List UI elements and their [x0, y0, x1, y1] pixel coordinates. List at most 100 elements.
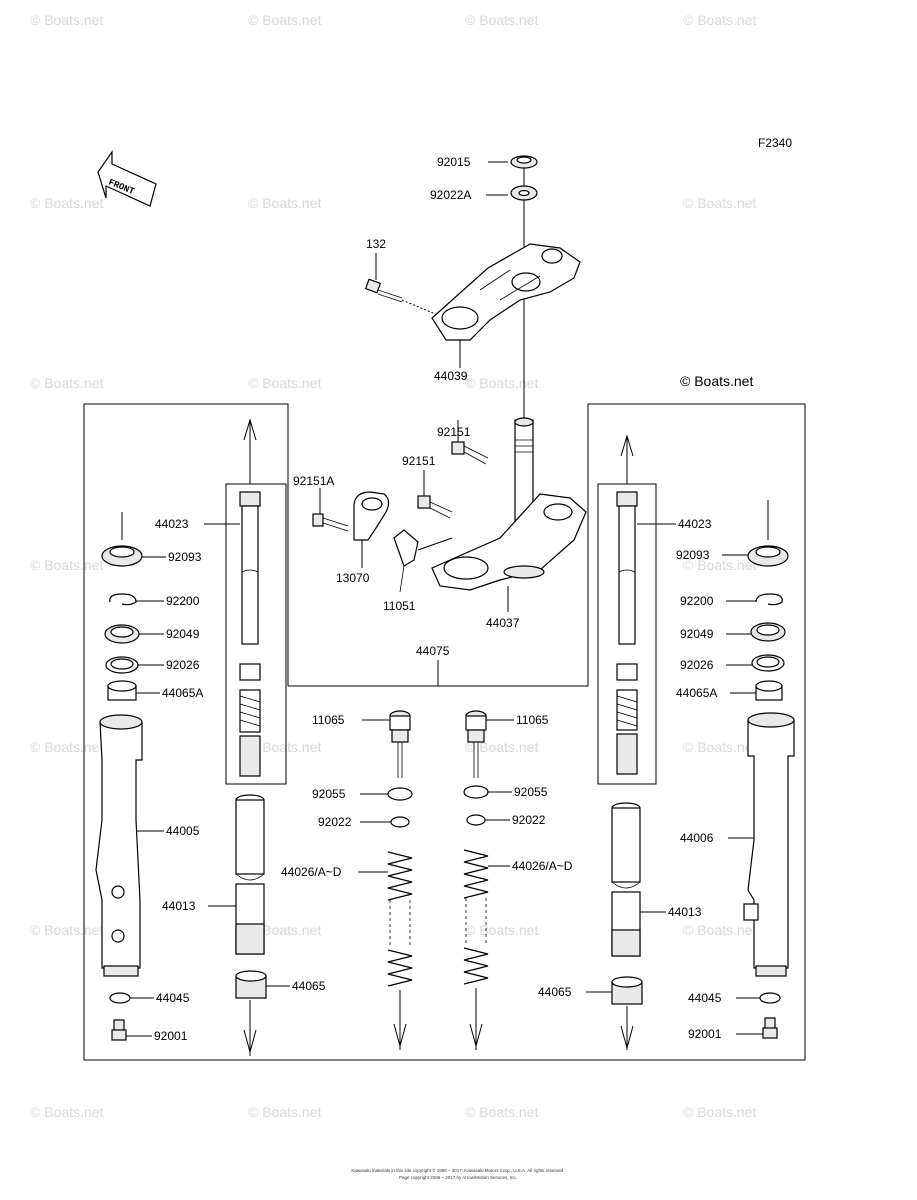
watermark: © Boats.net — [683, 557, 756, 573]
dust-seal-92093-left — [101, 545, 143, 567]
bracket-11051 — [393, 529, 419, 593]
label-44065a-right: 44065A — [676, 686, 717, 700]
watermark: © Boats.net — [683, 1104, 756, 1120]
label-92026-right: 92026 — [680, 658, 714, 672]
label-92026-left: 92026 — [166, 658, 200, 672]
watermark: © Boats.net — [30, 195, 103, 211]
figure-code: F2340 — [758, 136, 792, 150]
label-44045-left: 44045 — [156, 991, 190, 1005]
label-44023-right: 44023 — [678, 517, 712, 531]
label-92055-left: 92055 — [312, 787, 346, 801]
label-92022-right: 92022 — [512, 813, 546, 827]
label-92015: 92015 — [437, 155, 471, 169]
washer-44045-left — [109, 992, 131, 1004]
o-ring-92055-left — [387, 787, 413, 801]
label-92151-mid: 92151 — [402, 454, 436, 468]
clip-92200-left — [109, 593, 137, 606]
guide-bush-44065a-right — [755, 680, 783, 701]
washer-44045-right — [759, 992, 781, 1004]
watermark: © Boats.net — [30, 375, 103, 391]
watermark: © Boats.net — [248, 1104, 321, 1120]
watermark: © Boats.net — [30, 557, 103, 573]
washer-92026-left — [105, 656, 139, 674]
washer-92022-left — [390, 816, 410, 828]
watermark: © Boats.net — [465, 1104, 538, 1120]
upper-bracket-44039 — [431, 243, 581, 341]
bolt-92151-mid — [417, 495, 453, 519]
watermark: © Boats.net — [30, 922, 103, 938]
copyright-badge: © Boats.net — [680, 373, 753, 389]
watermark: © Boats.net — [248, 12, 321, 28]
label-92093-left: 92093 — [168, 550, 202, 564]
label-44026-left: 44026/A~D — [281, 865, 342, 879]
footer-copyright-line1: Kawasaki materials in this site copyrigh… — [351, 1167, 564, 1173]
fork-spring-44026-right — [463, 849, 489, 985]
label-92001-right: 92001 — [688, 1027, 722, 1041]
label-92151-top: 92151 — [437, 425, 471, 439]
label-44013-left: 44013 — [162, 899, 196, 913]
label-92200-right: 92200 — [680, 594, 714, 608]
front-arrow-icon: FRONT — [97, 150, 157, 207]
label-44039: 44039 — [434, 369, 468, 383]
label-13070: 13070 — [336, 571, 370, 585]
watermark: © Boats.net — [465, 739, 538, 755]
watermark: © Boats.net — [465, 375, 538, 391]
watermark: © Boats.net — [248, 195, 321, 211]
label-44045-right: 44045 — [688, 991, 722, 1005]
footer-copyright-line2: Page copyright 2006 – 2017 by Arrow/Moti… — [399, 1175, 517, 1180]
label-92001-left: 92001 — [154, 1029, 188, 1043]
o-ring-92055-right — [463, 785, 489, 799]
label-92055-right: 92055 — [514, 785, 548, 799]
outer-tube-44006 — [743, 712, 795, 977]
watermark: © Boats.net — [30, 12, 103, 28]
bolt-92001-left — [111, 1019, 127, 1041]
label-11051: 11051 — [383, 599, 416, 613]
label-44013-right: 44013 — [668, 905, 702, 919]
bolt-92001-right — [762, 1017, 778, 1039]
watermark: © Boats.net — [248, 739, 321, 755]
label-44026-right: 44026/A~D — [512, 859, 573, 873]
left-inner-tube-box — [225, 483, 287, 785]
damper-piston-44013-right — [611, 802, 641, 957]
label-44065a-left: 44065A — [162, 686, 203, 700]
label-132: 132 — [366, 237, 386, 251]
label-44023-left: 44023 — [155, 517, 189, 531]
label-11065-left: 11065 — [312, 713, 345, 727]
bolt-92151-top — [451, 441, 489, 465]
label-92093-right: 92093 — [676, 548, 710, 562]
bolt-92151a — [312, 513, 349, 532]
top-plug-11065-right — [465, 710, 487, 778]
watermarks: © Boats.net © Boats.net © Boats.net © Bo… — [30, 12, 756, 1120]
label-44037: 44037 — [486, 616, 520, 630]
oil-seal-92049-right — [750, 622, 786, 642]
watermark: © Boats.net — [465, 12, 538, 28]
watermark: © Boats.net — [683, 739, 756, 755]
watermark: © Boats.net — [248, 375, 321, 391]
watermark: © Boats.net — [30, 1104, 103, 1120]
washer-92026-right — [751, 654, 785, 672]
watermark: © Boats.net — [248, 922, 321, 938]
watermark: © Boats.net — [683, 195, 756, 211]
guide-bush-44065-right — [611, 976, 643, 1005]
watermark: © Boats.net — [683, 922, 756, 938]
fork-spring-44026-left — [387, 851, 413, 987]
watermark: © Boats.net — [465, 922, 538, 938]
label-44006: 44006 — [680, 831, 714, 845]
watermark: © Boats.net — [30, 739, 103, 755]
clip-92200-right — [755, 593, 783, 606]
stem-nut-92015 — [510, 155, 538, 169]
washer-92022a — [510, 185, 538, 201]
label-92022-left: 92022 — [318, 815, 352, 829]
label-92049-left: 92049 — [166, 627, 200, 641]
dust-seal-92093-right — [747, 545, 789, 567]
left-inner-tube-44023 — [239, 491, 261, 777]
label-44005: 44005 — [166, 824, 200, 838]
guide-bush-44065-left — [235, 970, 267, 999]
lower-bracket-44037 — [431, 493, 587, 591]
watermark: © Boats.net — [683, 12, 756, 28]
guide-bush-44065a-left — [107, 680, 137, 701]
label-92200-left: 92200 — [166, 594, 200, 608]
label-44065-left: 44065 — [292, 979, 326, 993]
top-plug-11065-left — [389, 710, 411, 778]
